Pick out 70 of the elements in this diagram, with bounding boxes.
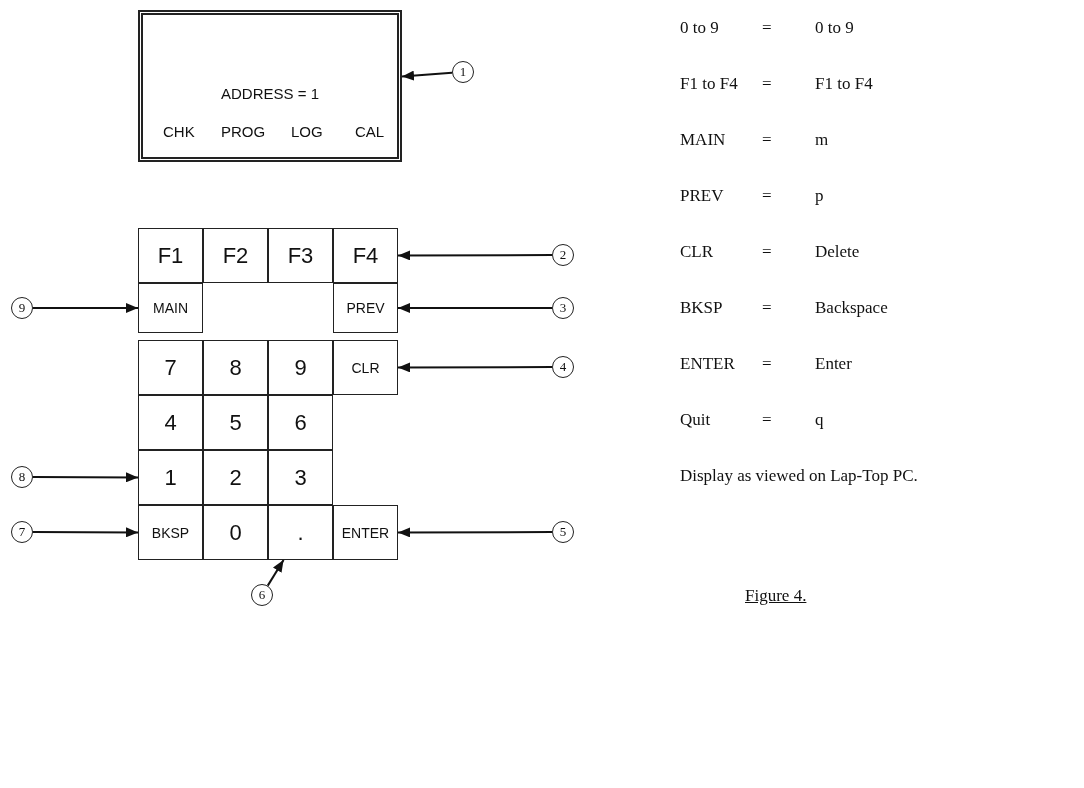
keypad-key: 3 <box>268 450 333 505</box>
equals-sign: = <box>762 298 772 318</box>
pc-key-name: 0 to 9 <box>815 18 854 38</box>
arrow <box>401 70 454 81</box>
callout-number: 4 <box>552 356 574 378</box>
keypad-key: 4 <box>138 395 203 450</box>
keypad-key: 6 <box>268 395 333 450</box>
status-text: ADDRESS = 1 <box>220 85 320 102</box>
keypad-key: 2 <box>203 450 268 505</box>
key-name: ENTER <box>680 354 735 374</box>
softkey-label: CHK <box>163 123 195 140</box>
callout-number: 5 <box>552 521 574 543</box>
softkey-label: LOG <box>291 123 323 140</box>
key-name: Quit <box>680 410 711 430</box>
key-name: MAIN <box>680 130 726 150</box>
key-name: Display as viewed on Lap-Top PC. <box>680 466 918 486</box>
callout-number: 9 <box>11 297 33 319</box>
keypad-key: BKSP <box>138 505 203 560</box>
key-name: 0 to 9 <box>680 18 719 38</box>
keypad-key: F4 <box>333 228 398 283</box>
key-name: CLR <box>680 242 714 262</box>
callout-number: 6 <box>251 584 273 606</box>
arrow <box>266 559 285 587</box>
arrow <box>397 250 553 261</box>
callout-number: 8 <box>11 466 33 488</box>
arrow <box>32 472 139 483</box>
callout-number: 2 <box>552 244 574 266</box>
keypad-key: PREV <box>333 283 398 333</box>
pc-key-name: p <box>815 186 824 206</box>
keypad-key: 7 <box>138 340 203 395</box>
equals-sign: = <box>762 130 772 150</box>
display-screen <box>138 10 402 162</box>
figure-caption: Figure 4. <box>745 586 807 606</box>
callout-number: 7 <box>11 521 33 543</box>
equals-sign: = <box>762 242 772 262</box>
callout-number: 3 <box>552 297 574 319</box>
equals-sign: = <box>762 186 772 206</box>
equals-sign: = <box>762 18 772 38</box>
pc-key-name: Enter <box>815 354 852 374</box>
keypad-key: 0 <box>203 505 268 560</box>
keypad-key: F1 <box>138 228 203 283</box>
equals-sign: = <box>762 410 772 430</box>
keypad-key: 1 <box>138 450 203 505</box>
softkey-label: PROG <box>221 123 266 140</box>
pc-key-name: Backspace <box>815 298 888 318</box>
arrow <box>397 303 553 313</box>
keypad-key: 8 <box>203 340 268 395</box>
key-name: PREV <box>680 186 724 206</box>
keypad-key: ENTER <box>333 505 398 560</box>
key-name: F1 to F4 <box>680 74 738 94</box>
arrow <box>32 527 139 538</box>
keypad-key: . <box>268 505 333 560</box>
keypad-key: CLR <box>333 340 398 395</box>
keypad-key: MAIN <box>138 283 203 333</box>
keypad-key: 9 <box>268 340 333 395</box>
pc-key-name: F1 to F4 <box>815 74 873 94</box>
pc-key-name: m <box>815 130 829 150</box>
arrow <box>397 362 553 373</box>
keypad-key: 5 <box>203 395 268 450</box>
callout-number: 1 <box>452 61 474 83</box>
pc-key-name: Delete <box>815 242 860 262</box>
arrow <box>397 527 553 538</box>
equals-sign: = <box>762 74 772 94</box>
softkey-label: CAL <box>355 123 385 140</box>
keypad-key: F3 <box>268 228 333 283</box>
keypad-key: F2 <box>203 228 268 283</box>
arrow <box>32 303 139 313</box>
equals-sign: = <box>762 354 772 374</box>
key-name: BKSP <box>680 298 723 318</box>
pc-key-name: q <box>815 410 824 430</box>
